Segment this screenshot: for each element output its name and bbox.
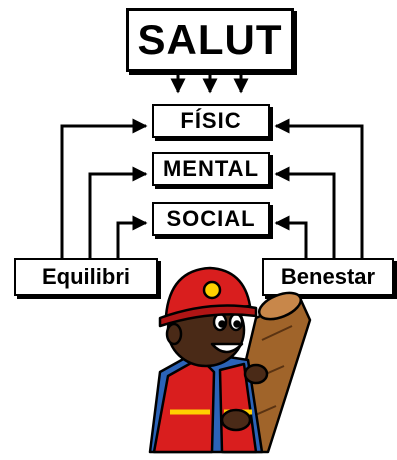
worker-smile [210,342,244,354]
social-label: SOCIAL [166,206,256,231]
social-box: SOCIAL [152,202,270,236]
arrow-benestar-social [274,215,308,258]
helmet-lamp [202,280,222,300]
salut-label: SALUT [137,16,283,63]
arrow-equilibri-fisic [60,118,148,258]
equilibri-box: Equilibri [14,258,158,296]
benestar-box: Benestar [262,258,394,296]
arrow-benestar-mental [274,166,336,258]
salut-box: SALUT [126,8,294,72]
mental-label: MENTAL [162,156,260,181]
arrow-equilibri-mental [88,166,148,258]
worker-hand-right [243,363,269,385]
worker-hand-left [220,408,252,432]
mental-box: MENTAL [152,152,270,186]
fisic-label: FÍSIC [180,108,242,133]
log-end [257,291,303,321]
fisic-box: FÍSIC [152,104,270,138]
benestar-label: Benestar [280,264,376,289]
arrow-benestar-fisic [274,118,364,258]
equilibri-label: Equilibri [42,264,130,289]
arrow-equilibri-social [116,215,148,258]
